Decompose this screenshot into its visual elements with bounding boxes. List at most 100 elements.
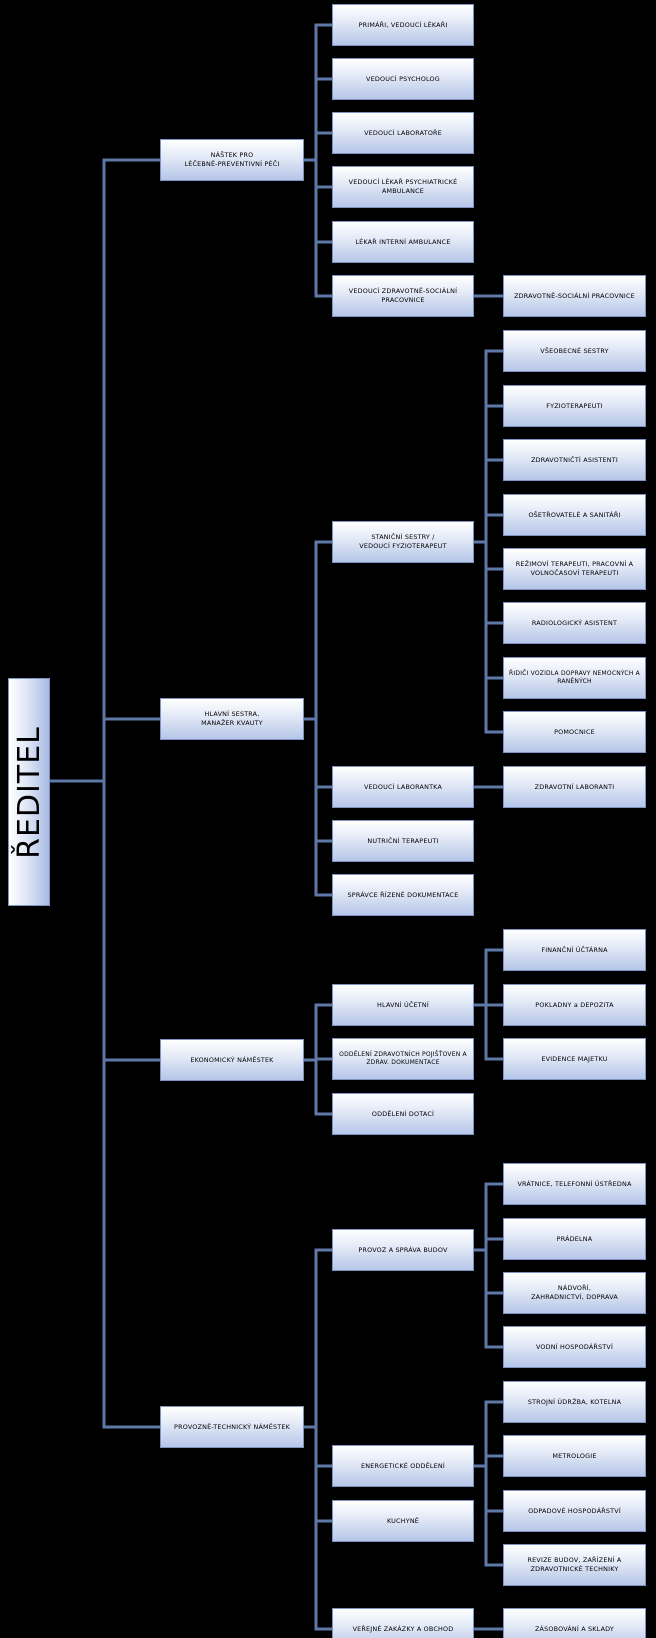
- subunit-box: ZDRAVOTNIČTÍ ASISTENTI: [503, 439, 646, 481]
- unit-box: VEŘEJNÉ ZAKÁZKY A OBCHOD: [332, 1608, 474, 1638]
- subunit-box-label: ODPADOVÉ HOSPODÁŘSTVÍ: [528, 1506, 621, 1515]
- unit-box: ENERGETICKÉ ODDĚLENÍ: [332, 1445, 474, 1487]
- subunit-box: PRÁDELNA: [503, 1218, 646, 1260]
- subunit-box-label: ZDRAVOTNICKÉ TECHNIKY: [530, 1565, 619, 1573]
- unit-box-label: ZDRAV. DOKUMENTACE: [366, 1059, 440, 1066]
- unit-box-label: VEDOUCÍ PSYCHOLOG: [366, 74, 440, 83]
- root-label: ŘEDITEL: [11, 725, 47, 859]
- subunit-box: EVIDENCE MAJETKU: [503, 1038, 646, 1080]
- unit-box: KUCHYNĚ: [332, 1500, 474, 1542]
- subunit-box-label: NÁDVOŘÍ,: [557, 1284, 592, 1293]
- unit-box: SPRÁVCE ŘÍZENÉ DOKUMENTACE: [332, 874, 474, 916]
- subunit-box-label: VOLNOČASOVÍ TERAPEUTI: [530, 569, 619, 577]
- subunit-box: POMOCNICE: [503, 711, 646, 753]
- subunit-box: ZÁSOBOVÁNÍ A SKLADY: [503, 1608, 646, 1638]
- subunit-box: ZDRAVOTNĚ-SOCIÁLNÍ PRACOVNICE: [503, 275, 646, 317]
- subunit-box-label: RADIOLOGICKÝ ASISTENT: [531, 618, 618, 627]
- subunit-box: VRÁTNICE, TELEFONNÍ ÚSTŘEDNA: [503, 1163, 646, 1205]
- unit-box-label: ODDĚLENÍ DOTACÍ: [371, 1109, 435, 1118]
- subunit-box-label: FYZIOTERAPEUTI: [546, 401, 603, 410]
- unit-box-label: SPRÁVCE ŘÍZENÉ DOKUMENTACE: [347, 890, 459, 899]
- subunit-box-label: RANĚNÝCH: [557, 678, 592, 685]
- deputy-box-label: EKONOMICKÝ NÁMĚSTEK: [190, 1055, 274, 1064]
- unit-box-label: ODDĚLENÍ ZDRAVOTNÍCH POJIŠŤOVEN A: [339, 1050, 467, 1058]
- unit-box: NUTRIČNÍ TERAPEUTI: [332, 820, 474, 862]
- unit-box-label: PRIMÁŘI, VEDOUCÍ LÉKAŘI: [358, 20, 448, 29]
- subunit-box-label: EVIDENCE MAJETKU: [541, 1054, 608, 1063]
- subunit-box-label: ZDRAVOTNIČTÍ ASISTENTI: [531, 455, 618, 464]
- unit-box-label: VEDOUCÍ ZDRAVOTNĚ-SOCIÁLNÍ: [348, 287, 458, 296]
- unit-box-label: PROVOZ A SPRÁVA BUDOV: [358, 1245, 448, 1254]
- unit-box: VEDOUCÍ LABORATOŘE: [332, 112, 474, 154]
- subunit-box: ZDRAVOTNÍ LABORANTI: [503, 766, 646, 808]
- subunit-box: FINANČNÍ ÚČTÁRNA: [503, 929, 646, 971]
- unit-box-label: LÉKAŘ INTERNÍ AMBULANCE: [355, 237, 451, 246]
- unit-box-label: NUTRIČNÍ TERAPEUTI: [367, 836, 439, 845]
- unit-box-label: VEŘEJNÉ ZAKÁZKY A OBCHOD: [352, 1624, 454, 1633]
- subunit-box-label: OŠETŘOVATELÉ A SANITÁŘI: [528, 510, 621, 519]
- deputy-box-label: NÁŠTEK PRO: [210, 151, 254, 160]
- subunit-box-label: ŘIDIČI VOZIDLA DOPRAVY NEMOCNÝCH A: [509, 669, 640, 677]
- unit-box: PROVOZ A SPRÁVA BUDOV: [332, 1229, 474, 1271]
- subunit-box-label: ZDRAVOTNĚ-SOCIÁLNÍ PRACOVNICE: [514, 291, 635, 300]
- subunit-box: ODPADOVÉ HOSPODÁŘSTVÍ: [503, 1490, 646, 1532]
- root-box-director: ŘEDITEL: [8, 678, 50, 906]
- subunit-box-label: POKLADNY a DEPOZITA: [535, 1000, 614, 1009]
- subunit-box-label: PRÁDELNA: [556, 1234, 593, 1243]
- unit-box-label: STANIČNÍ SESTRY /: [371, 533, 435, 542]
- subunit-box: RADIOLOGICKÝ ASISTENT: [503, 602, 646, 644]
- subunit-box-label: ZDRAVOTNÍ LABORANTI: [534, 782, 615, 791]
- unit-box: PRIMÁŘI, VEDOUCÍ LÉKAŘI: [332, 4, 474, 46]
- deputy-box: EKONOMICKÝ NÁMĚSTEK: [160, 1039, 304, 1081]
- subunit-box-label: FINANČNÍ ÚČTÁRNA: [541, 945, 608, 954]
- subunit-box-label: REVIZE BUDOV, ZAŘÍZENÍ A: [527, 1556, 622, 1565]
- unit-box: STANIČNÍ SESTRY /VEDOUCÍ FYZIOTERAPEUT: [332, 521, 474, 563]
- deputy-box: HLAVNÍ SESTRA,MANAŽER KVAUTY: [160, 698, 304, 740]
- unit-box-label: HLAVNÍ ÚČETNÍ: [377, 1000, 429, 1009]
- subunit-box-label: VRÁTNICE, TELEFONNÍ ÚSTŘEDNA: [517, 1179, 632, 1188]
- subunit-box-label: VŠEOBECNÉ SESTRY: [540, 346, 609, 355]
- subunit-box: VODNÍ HOSPODÁŘSTVÍ: [503, 1326, 646, 1368]
- subunit-box: FYZIOTERAPEUTI: [503, 385, 646, 427]
- unit-box-label: VEDOUCÍ LABORANTKA: [363, 782, 443, 791]
- deputy-box-label: HLAVNÍ SESTRA,: [204, 710, 260, 719]
- subunit-box: VŠEOBECNÉ SESTRY: [503, 330, 646, 372]
- deputy-box: PROVOZNĚ-TECHNICKÝ NÁMĚSTEK: [160, 1406, 304, 1448]
- unit-box: ODDĚLENÍ DOTACÍ: [332, 1093, 474, 1135]
- unit-box: VEDOUCÍ LABORANTKA: [332, 766, 474, 808]
- unit-box: HLAVNÍ ÚČETNÍ: [332, 984, 474, 1026]
- unit-box-label: VEDOUCÍ LABORATOŘE: [364, 128, 442, 137]
- subunit-box: STROJNÍ ÚDRŽBA, KOTELNA: [503, 1381, 646, 1423]
- subunit-box-label: ZAHRADNICTVÍ, DOPRAVA: [531, 1293, 618, 1301]
- subunit-box: POKLADNY a DEPOZITA: [503, 984, 646, 1026]
- subunit-box-label: REŽIMOVÍ TERAPEUTI, PRACOVNÍ A: [515, 560, 634, 569]
- subunit-box: METROLOGIE: [503, 1435, 646, 1477]
- unit-box: VEDOUCÍ PSYCHOLOG: [332, 58, 474, 100]
- unit-box-label: VEDOUCÍ FYZIOTERAPEUT: [359, 542, 447, 550]
- deputy-box-label: PROVOZNĚ-TECHNICKÝ NÁMĚSTEK: [174, 1422, 290, 1431]
- unit-box: LÉKAŘ INTERNÍ AMBULANCE: [332, 221, 474, 263]
- deputy-box-label: MANAŽER KVAUTY: [201, 719, 263, 727]
- unit-box-label: ENERGETICKÉ ODDĚLENÍ: [361, 1461, 445, 1470]
- subunit-box-label: VODNÍ HOSPODÁŘSTVÍ: [535, 1342, 614, 1351]
- deputy-box-label: LÉČEBNĚ-PREVENTIVNÍ PÉČI: [184, 160, 280, 168]
- unit-box-label: PRACOVNICE: [381, 296, 425, 304]
- subunit-box-label: METROLOGIE: [552, 1451, 597, 1460]
- subunit-box-label: STROJNÍ ÚDRŽBA, KOTELNA: [527, 1397, 622, 1406]
- subunit-box: OŠETŘOVATELÉ A SANITÁŘI: [503, 494, 646, 536]
- unit-box-label: AMBULANCE: [381, 187, 425, 195]
- subunit-box-label: POMOCNICE: [554, 727, 595, 736]
- unit-box-label: VEDOUCÍ LÉKAŘ PSYCHIATRICKÉ: [348, 178, 458, 187]
- subunit-box: NÁDVOŘÍ,ZAHRADNICTVÍ, DOPRAVA: [503, 1272, 646, 1314]
- unit-box-label: KUCHYNĚ: [386, 1516, 420, 1525]
- subunit-box-label: ZÁSOBOVÁNÍ A SKLADY: [534, 1624, 615, 1633]
